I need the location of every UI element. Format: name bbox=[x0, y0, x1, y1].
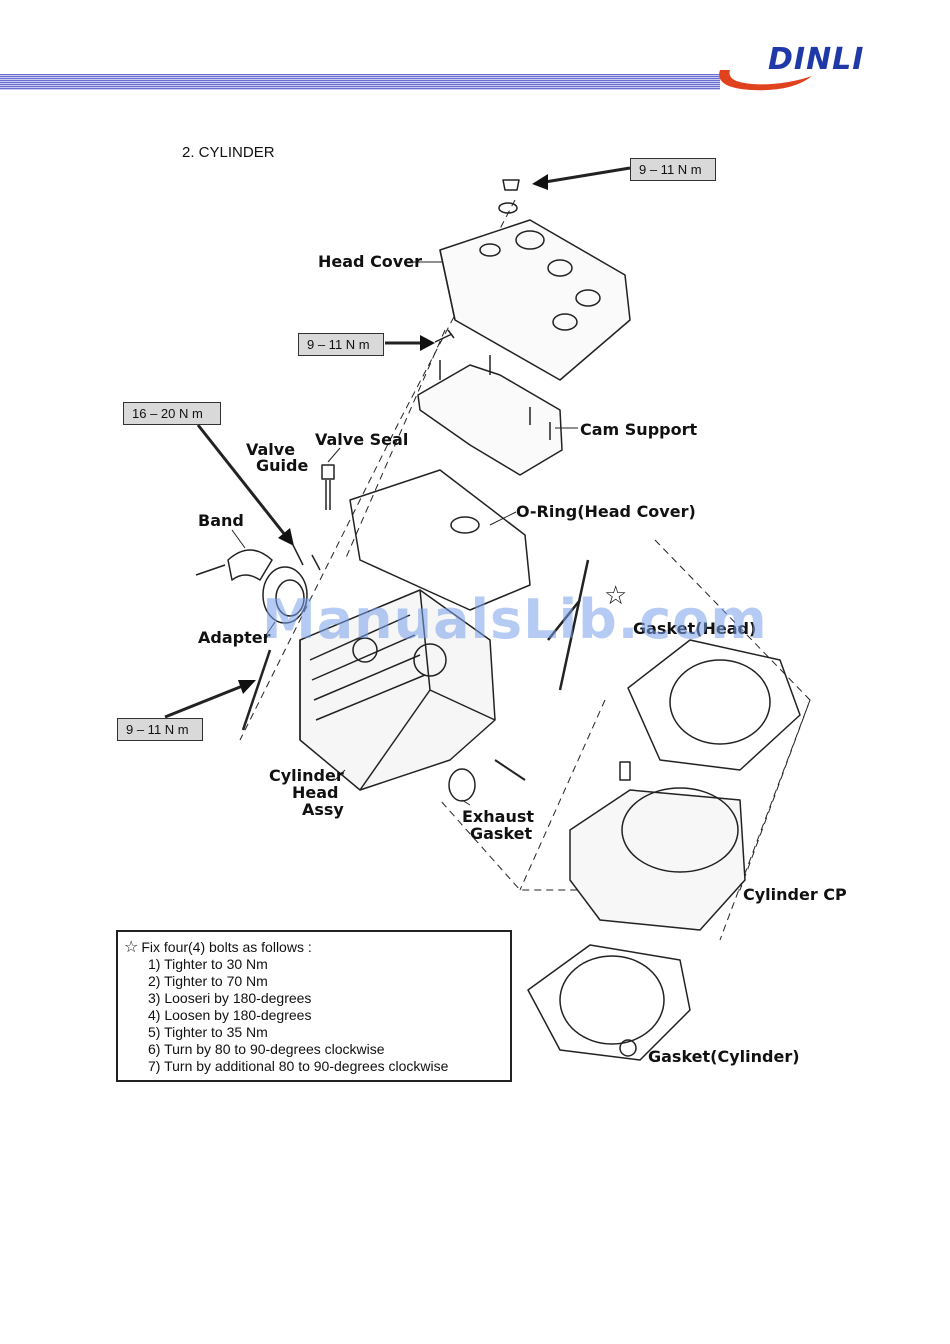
head-cover-part bbox=[439, 219, 631, 381]
label-cam-support: Cam Support bbox=[580, 420, 698, 439]
label-cylinder-cp: Cylinder CP bbox=[743, 885, 847, 904]
cylinder-cp-part bbox=[569, 761, 746, 931]
torque-arrows bbox=[164, 166, 631, 719]
logo-swoosh-icon bbox=[719, 70, 812, 91]
cover-bolt-part bbox=[434, 329, 455, 343]
instruction-step: 1) Tighter to 30 Nm bbox=[148, 956, 268, 972]
star-icon: ☆ bbox=[604, 581, 627, 611]
exhaust-gasket-part bbox=[448, 768, 476, 802]
label-cylinder-head-1: Cylinder bbox=[269, 766, 344, 785]
brand-logo: DINLI bbox=[712, 40, 912, 95]
instruction-step: 5) Tighter to 35 Nm bbox=[148, 1024, 268, 1040]
instructions-steps: 1) Tighter to 30 Nm 2) Tighter to 70 Nm … bbox=[124, 956, 510, 1075]
adapter-part bbox=[262, 566, 308, 624]
leader-lines bbox=[231, 261, 746, 886]
label-band: Band bbox=[198, 511, 244, 530]
top-bolt-part bbox=[498, 179, 520, 214]
instruction-step: 4) Loosen by 180-degrees bbox=[148, 1007, 312, 1023]
label-adapter: Adapter bbox=[198, 628, 271, 647]
watermark: ManualsLib.com bbox=[262, 588, 768, 651]
gasket-cylinder-part bbox=[527, 944, 691, 1061]
label-exhaust-1: Exhaust bbox=[462, 807, 534, 826]
label-valve-seal: Valve Seal bbox=[315, 430, 409, 449]
cylinder-head-part bbox=[299, 589, 496, 791]
band-part bbox=[195, 549, 273, 581]
section-title: 2. CYLINDER bbox=[182, 144, 275, 161]
logo-text: DINLI bbox=[768, 42, 865, 77]
adapter-bolt-part bbox=[241, 649, 272, 731]
label-o-ring: O-Ring(Head Cover) bbox=[516, 502, 696, 521]
label-cylinder-head-2: Head bbox=[292, 783, 339, 802]
label-gasket-head: Gasket(Head) bbox=[633, 619, 757, 638]
instructions-heading-row: ☆ Fix four(4) bolts as follows : bbox=[124, 939, 510, 956]
o-ring-part bbox=[349, 469, 531, 611]
label-cylinder-head-3: Assy bbox=[302, 800, 344, 819]
instruction-step: 6) Turn by 80 to 90-degrees clockwise bbox=[148, 1041, 385, 1057]
header-bar bbox=[0, 74, 720, 90]
instruction-step: 3) Looseri by 180-degrees bbox=[148, 990, 312, 1006]
gasket-head-part bbox=[627, 639, 801, 771]
label-gasket-cylinder: Gasket(Cylinder) bbox=[648, 1047, 800, 1066]
torque-label-top-bolt: 9 – 11 N m bbox=[630, 158, 716, 181]
instructions-heading: Fix four(4) bolts as follows : bbox=[141, 939, 312, 955]
label-head-cover: Head Cover bbox=[318, 252, 422, 271]
torque-label-valve-guide-bolt: 16 – 20 N m bbox=[123, 402, 221, 425]
star-icon: ☆ bbox=[124, 939, 139, 956]
label-valve-guide-1: Valve bbox=[246, 440, 296, 459]
torque-label-adapter-bolt: 9 – 11 N m bbox=[117, 718, 203, 741]
stud-bolt-part bbox=[558, 559, 590, 691]
instruction-step: 7) Turn by additional 80 to 90-degrees c… bbox=[148, 1058, 449, 1074]
assembly-guides bbox=[239, 199, 811, 941]
instructions-box: ☆ Fix four(4) bolts as follows : 1) Tigh… bbox=[116, 930, 512, 1082]
label-exhaust-2: Gasket bbox=[470, 824, 533, 843]
label-valve-guide-2: Guide bbox=[256, 456, 309, 475]
valve-guide-part bbox=[321, 464, 335, 510]
cam-support-part bbox=[417, 355, 563, 476]
instruction-step: 2) Tighter to 70 Nm bbox=[148, 973, 268, 989]
guide-bolt-part bbox=[292, 544, 321, 571]
torque-label-cover-bolt: 9 – 11 N m bbox=[298, 333, 384, 356]
